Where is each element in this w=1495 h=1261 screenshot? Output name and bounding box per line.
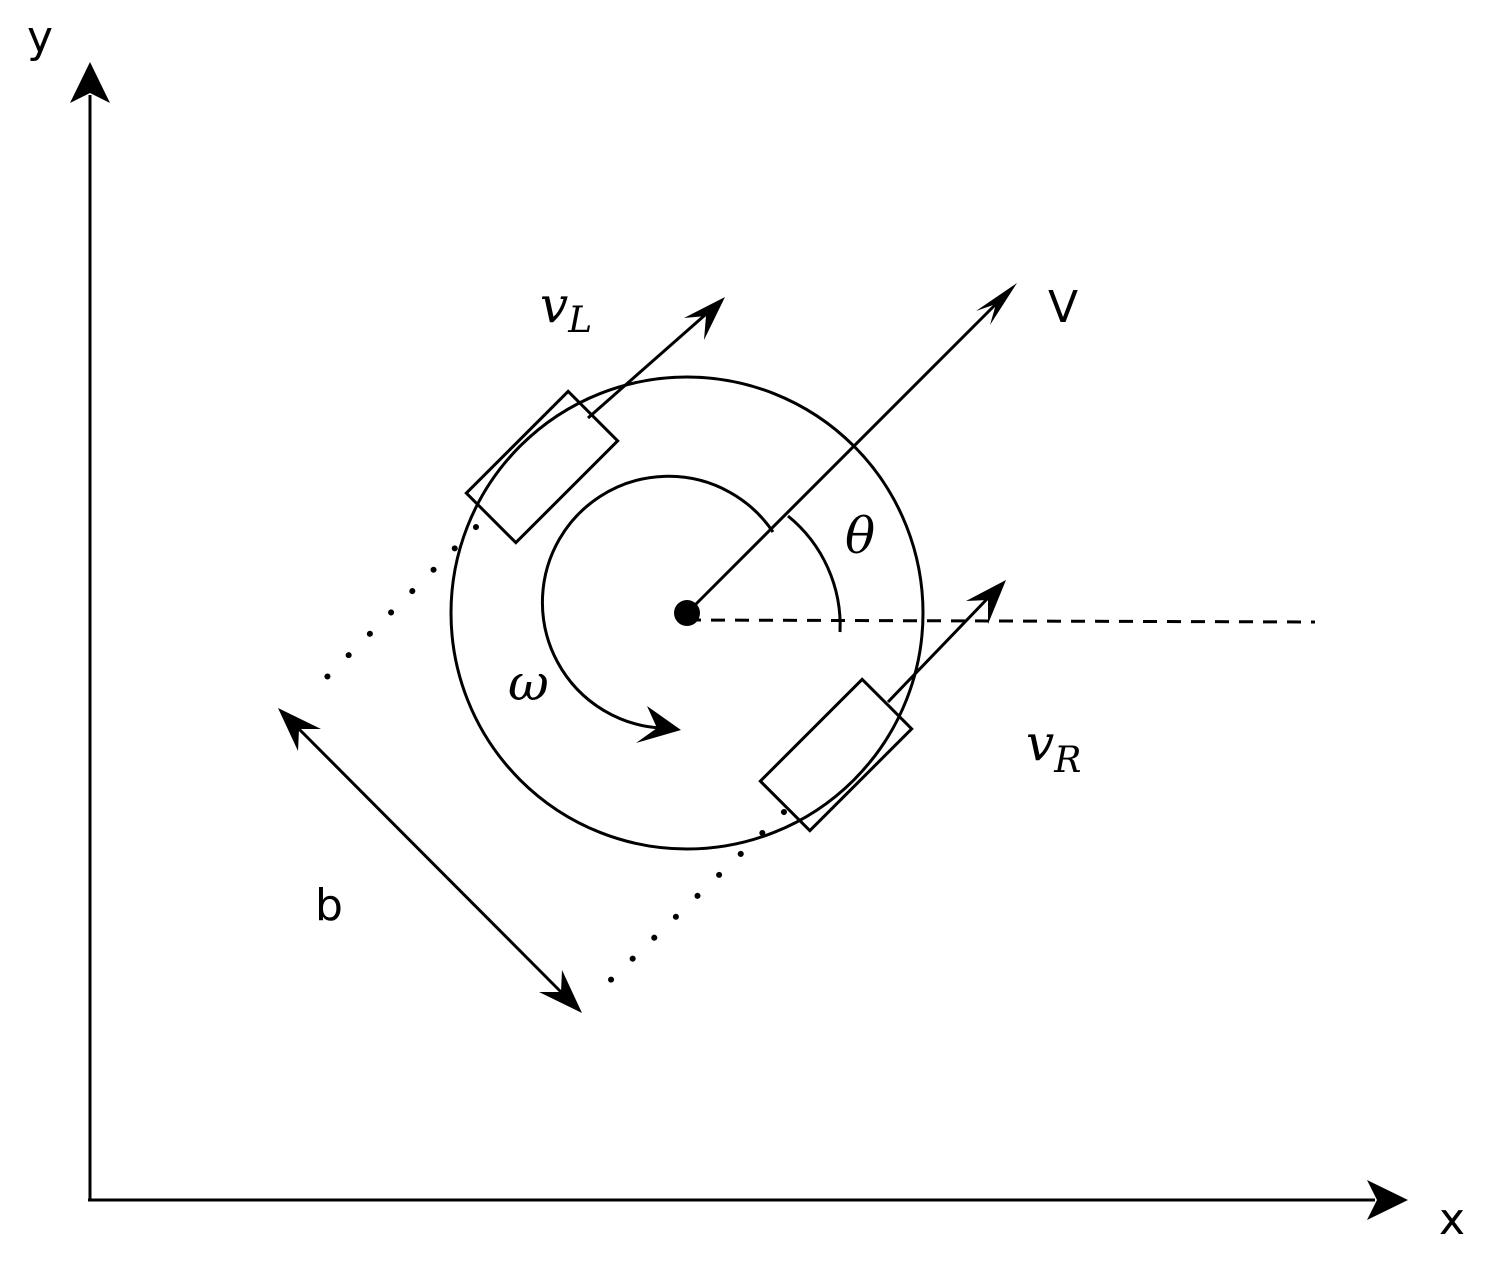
right-wheel [758,677,914,833]
robot-body [449,375,925,851]
heading-reference-line [686,618,1316,624]
right-wheel-velocity-label: vR [1026,714,1081,781]
left-wheel [464,389,620,545]
right-wheel-velocity-arrowhead [966,580,1006,624]
heading-angle-label: θ [845,507,875,565]
velocity-arrow [685,301,999,615]
angular-velocity-arc [540,474,775,730]
x-axis-arrowhead [1367,1180,1408,1220]
y-axis-label: y [27,12,53,63]
angular-velocity-label: ω [508,654,549,712]
right-wheel-velocity-arrow [886,596,990,704]
wheelbase-label: b [315,880,343,931]
wheelbase-arrowhead-top [278,708,321,751]
velocity-arrowhead [976,283,1017,325]
wheelbase-dimension-line [296,726,564,995]
angular-velocity-arrowhead [636,706,681,743]
heading-angle-arc [787,514,842,633]
x-axis-label: x [1439,1194,1465,1245]
left-wheel-velocity-label: vL [540,276,592,341]
velocity-label: V [1048,282,1078,333]
left-wheel-velocity-arrow [587,313,706,420]
wheelbase-arrowhead-bottom [539,970,582,1013]
left-wheel-velocity-arrowhead [684,297,725,340]
y-axis-arrowhead [70,62,110,103]
robot-center-point [674,600,700,626]
